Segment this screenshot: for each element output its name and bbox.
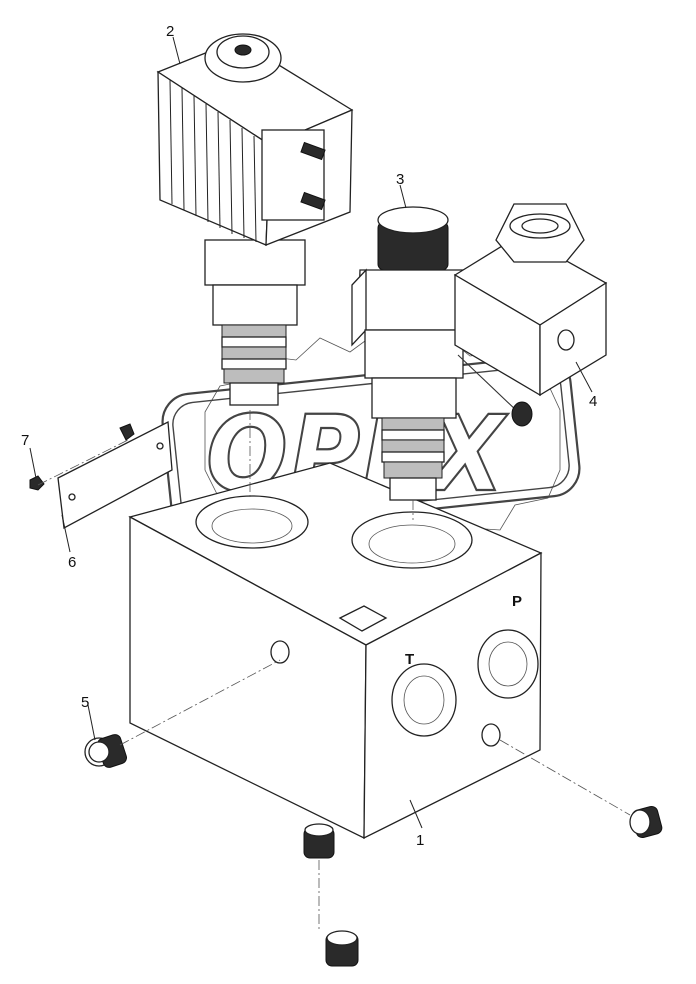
plug-part-5: [84, 734, 127, 768]
pressure-valve-part-3: [351, 206, 467, 501]
assembly-center-lines: [37, 410, 631, 930]
plug-bottom-lower: [325, 930, 359, 967]
port-label-tank: T: [405, 651, 414, 668]
callout-label-4: 4: [589, 393, 597, 410]
callout-label-5: 5: [81, 694, 89, 711]
valve-block-part-1: P T: [128, 462, 543, 840]
screw-part-7: [29, 423, 135, 491]
callout-label-7: 7: [21, 432, 29, 449]
plug-right: [629, 805, 663, 839]
callout-label-2: 2: [166, 23, 174, 40]
plug-bottom: [303, 823, 335, 859]
connector-plug-part-4: [453, 203, 608, 427]
callout-label-6: 6: [68, 554, 76, 571]
callout-leaders: [29, 36, 593, 829]
port-label-pressure: P: [512, 593, 522, 610]
callout-label-1: 1: [416, 832, 424, 849]
plate-part-6: [57, 420, 173, 530]
solenoid-coil-part-2: [156, 33, 354, 406]
callout-label-3: 3: [396, 171, 404, 188]
